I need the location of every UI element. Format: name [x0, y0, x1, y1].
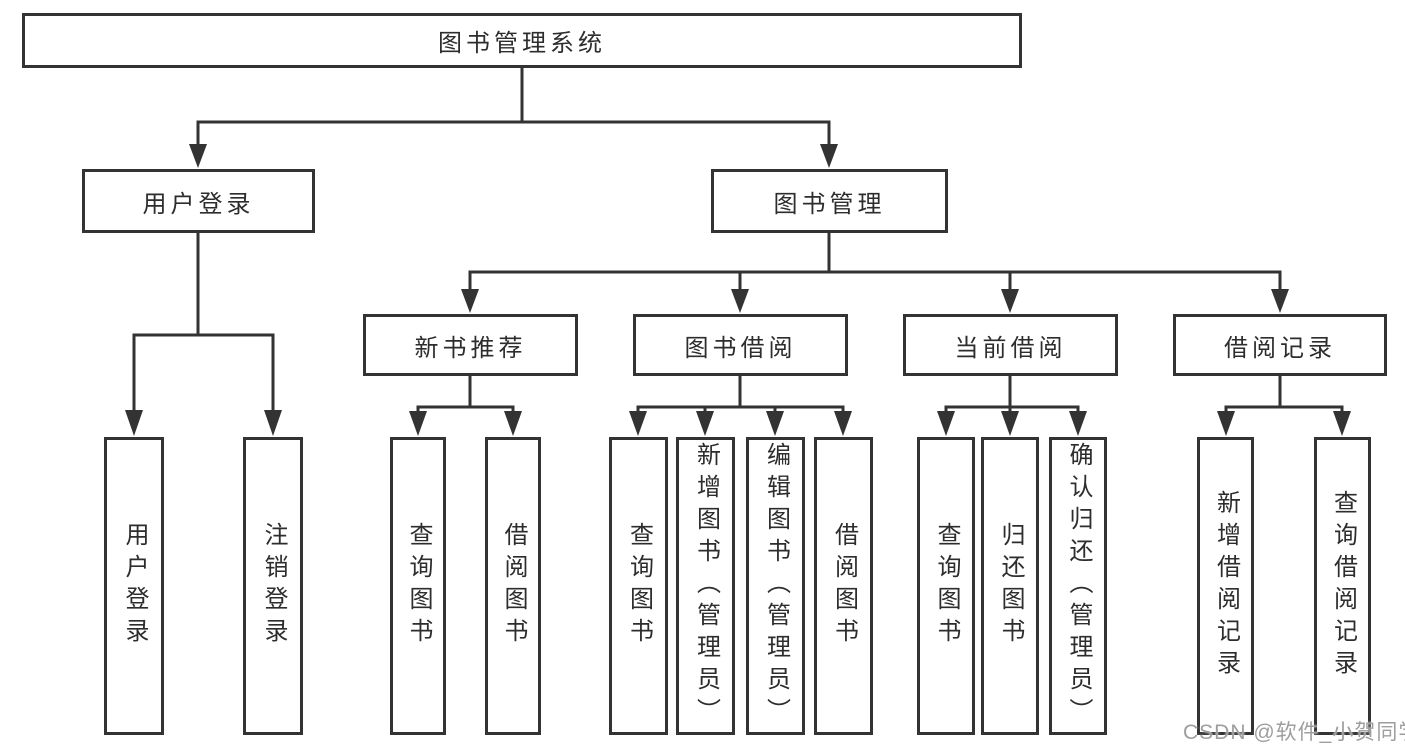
node-label: 图书管理系统 — [438, 30, 606, 57]
node-label: 借阅图书 — [500, 522, 527, 650]
node-label: 图书借阅 — [684, 334, 797, 362]
leaf-newbooks-query-books: 查询图书 — [390, 437, 446, 735]
node-book-management: 图书管理 — [711, 169, 948, 233]
leaf-current-return-books: 归还图书 — [981, 437, 1039, 735]
node-current-borrowing: 当前借阅 — [903, 314, 1118, 376]
leaf-borrowing-query-books: 查询图书 — [609, 437, 668, 735]
node-label: 借阅记录 — [1224, 334, 1336, 362]
node-label: 新增图书（管理员） — [692, 442, 720, 730]
leaf-borrowing-add-books-admin: 新增图书（管理员） — [676, 437, 735, 735]
leaf-borrowing-edit-books-admin: 编辑图书（管理员） — [746, 437, 805, 735]
node-label: 借阅图书 — [830, 522, 858, 650]
node-label: 注销登录 — [260, 522, 287, 650]
node-label: 新增借阅记录 — [1212, 490, 1240, 682]
node-label: 查询图书 — [405, 522, 432, 650]
node-borrowing-records: 借阅记录 — [1173, 314, 1387, 376]
leaf-current-query-books: 查询图书 — [917, 437, 975, 735]
node-label: 用户登录 — [142, 190, 255, 218]
leaf-logout: 注销登录 — [243, 437, 303, 735]
leaf-current-confirm-return-admin: 确认归还（管理员） — [1049, 437, 1107, 735]
node-library-system: 图书管理系统 — [22, 13, 1022, 68]
node-label: 当前借阅 — [954, 334, 1067, 362]
leaf-borrowing-borrow-books: 借阅图书 — [814, 437, 873, 735]
node-label: 图书管理 — [773, 190, 886, 218]
node-user-login: 用户登录 — [82, 169, 315, 233]
node-label: 新书推荐 — [414, 334, 527, 362]
leaf-records-add-record: 新增借阅记录 — [1197, 437, 1254, 735]
watermark: CSDN @软件_小贺同学 — [1183, 721, 1405, 744]
leaf-records-query-record: 查询借阅记录 — [1314, 437, 1371, 735]
node-new-book-recommendation: 新书推荐 — [363, 314, 578, 376]
node-label: 归还图书 — [997, 522, 1024, 650]
leaf-user-login: 用户登录 — [104, 437, 164, 735]
node-label: 编辑图书（管理员） — [762, 442, 790, 730]
node-label: 查询图书 — [933, 522, 960, 650]
node-label: 查询借阅记录 — [1329, 490, 1357, 682]
node-label: 用户登录 — [121, 522, 148, 650]
leaf-newbooks-borrow-books: 借阅图书 — [485, 437, 541, 735]
node-label: 查询图书 — [625, 522, 653, 650]
node-book-borrowing: 图书借阅 — [633, 314, 848, 376]
node-label: 确认归还（管理员） — [1065, 442, 1092, 730]
